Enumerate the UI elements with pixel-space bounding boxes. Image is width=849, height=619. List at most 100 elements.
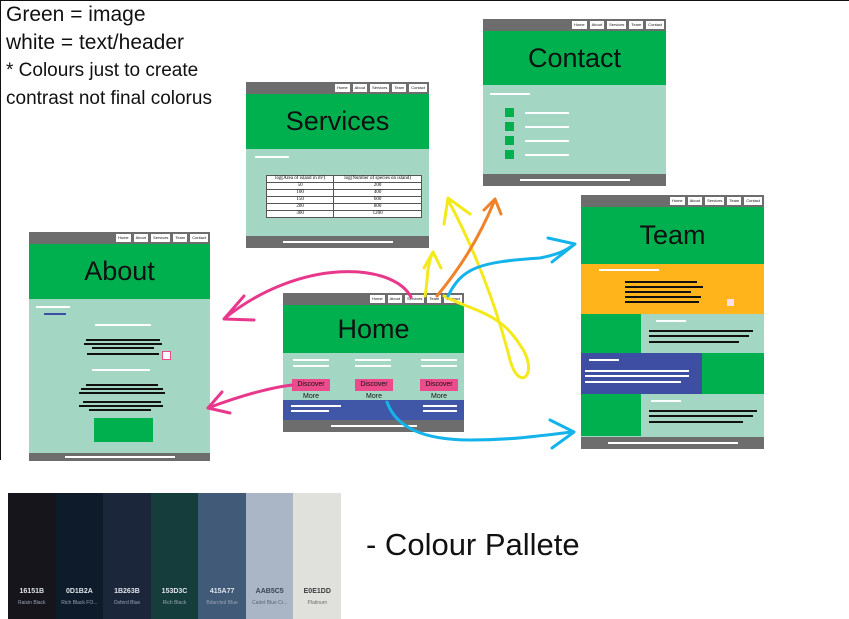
- services-page-mockup: Home About Services Team Contact Service…: [246, 82, 429, 248]
- palette-swatch: AAB5C5 Cadet Blue Cr...: [245, 493, 294, 619]
- palette-swatch: 1B263B Oxford Blue: [103, 493, 151, 619]
- nav-team-button[interactable]: Team: [727, 197, 742, 205]
- team-member-text: [649, 335, 749, 337]
- nav-contact-button[interactable]: Contact: [646, 21, 664, 29]
- nav-services-button[interactable]: Services: [405, 295, 425, 303]
- about-link-line: [44, 313, 66, 315]
- palette-swatch: 415A77 Bdarcted Blue: [198, 493, 246, 619]
- home-blue-line: [291, 410, 329, 412]
- home-blue-line: [423, 410, 457, 412]
- about-text-line: [92, 347, 154, 349]
- nav-home-button[interactable]: Home: [369, 295, 385, 303]
- about-bottom-image: [94, 418, 153, 442]
- about-heading-line: [36, 306, 70, 308]
- nav-services-button[interactable]: Services: [607, 21, 627, 29]
- nav-about-button[interactable]: About: [133, 234, 149, 242]
- nav-contact-button[interactable]: Contact: [744, 197, 762, 205]
- services-nav-bar: Home About Services Team Contact: [246, 82, 429, 94]
- nav-home-button[interactable]: Home: [669, 197, 685, 205]
- nav-services-button[interactable]: Services: [705, 197, 725, 205]
- table-cell: 1200: [333, 210, 422, 218]
- legend-notes: Green = image white = text/header * Colo…: [6, 1, 212, 113]
- nav-home-button[interactable]: Home: [571, 21, 587, 29]
- nav-contact-button[interactable]: Contact: [409, 84, 427, 92]
- team-member-text: [585, 381, 681, 383]
- contact-icon-square: [505, 136, 514, 145]
- nav-team-button[interactable]: Team: [173, 234, 188, 242]
- team-heading-line: [599, 269, 659, 271]
- about-title: About: [84, 256, 155, 286]
- note-white: white = text/header: [6, 31, 185, 54]
- nav-home-button[interactable]: Home: [334, 84, 350, 92]
- top-border: [0, 0, 849, 1]
- swatch-name: Bdarcted Blue: [206, 600, 238, 606]
- team-member-image: [581, 394, 641, 436]
- palette-swatch: 153D3C Rich Black: [150, 493, 199, 619]
- yellow-arrowhead: [442, 196, 472, 226]
- contact-icon-square: [505, 150, 514, 159]
- about-page-mockup: Home About Services Team Contact About: [29, 232, 210, 461]
- nav-about-button[interactable]: About: [687, 197, 703, 205]
- swatch-hex: 16151B: [19, 588, 45, 595]
- swatch-hex: E0E1DD: [303, 588, 331, 595]
- team-bullet-line: [625, 301, 699, 303]
- yellow-arrow-home-to-contact: [442, 198, 530, 380]
- team-title: Team: [639, 220, 706, 250]
- contact-heading-line: [490, 93, 530, 95]
- swatch-hex: 1B263B: [114, 588, 140, 595]
- orange-arrowhead: [482, 197, 503, 216]
- swatch-name: Platinum: [307, 600, 327, 606]
- nav-home-button[interactable]: Home: [115, 234, 131, 242]
- pink-arrow-discover-to-about: [206, 383, 294, 410]
- team-bullet-line: [625, 296, 701, 298]
- contact-detail-line: [525, 140, 569, 142]
- swatch-hex: 415A77: [209, 588, 235, 595]
- about-hero-image: About: [29, 244, 210, 299]
- pink-arrowhead: [222, 294, 256, 322]
- cyan-arrowhead: [546, 236, 577, 264]
- about-text-line: [79, 405, 163, 407]
- nav-contact-button[interactable]: Contact: [190, 234, 208, 242]
- nav-about-button[interactable]: About: [352, 84, 368, 92]
- nav-services-button[interactable]: Services: [151, 234, 171, 242]
- nav-team-button[interactable]: Team: [427, 295, 442, 303]
- nav-about-button[interactable]: About: [387, 295, 403, 303]
- nav-team-button[interactable]: Team: [629, 21, 644, 29]
- contact-icon-square: [505, 122, 514, 131]
- about-text-line: [87, 353, 159, 355]
- services-hero-image: Services: [246, 94, 429, 149]
- nav-services-button[interactable]: Services: [370, 84, 390, 92]
- about-text-line: [83, 401, 161, 403]
- contact-detail-line: [525, 126, 569, 128]
- pink-arrow-home-to-about: [223, 270, 413, 320]
- cyan-arrow-home-bottom-to-team: [385, 400, 574, 442]
- swatch-name: Rich Black: [162, 600, 187, 606]
- team-member-image: [702, 353, 764, 394]
- services-footer: [246, 236, 429, 248]
- team-member-text: [649, 421, 743, 423]
- home-blue-line: [291, 405, 341, 407]
- home-page-mockup: Home About Services Team Contact Home Di…: [283, 293, 464, 432]
- team-small-image: [727, 299, 734, 306]
- about-text-line: [89, 409, 151, 411]
- about-text-line: [86, 384, 158, 386]
- discover-more-button[interactable]: Discover More: [292, 379, 330, 400]
- palette-swatch: E0E1DD Platinum: [293, 493, 342, 619]
- palette-swatch: 0D1B2A Rich Black FO...: [55, 493, 104, 619]
- team-member-name-line: [651, 400, 681, 402]
- home-hero-image: Home: [283, 305, 464, 353]
- about-text-line: [79, 392, 165, 394]
- nav-about-button[interactable]: About: [589, 21, 605, 29]
- contact-title: Contact: [527, 42, 622, 73]
- home-card-line: [293, 365, 329, 367]
- discover-more-button[interactable]: Discover More: [420, 379, 458, 400]
- swatch-name: Rich Black FO...: [61, 600, 98, 606]
- team-member-text: [649, 415, 753, 417]
- left-border: [0, 0, 1, 460]
- nav-team-button[interactable]: Team: [392, 84, 407, 92]
- home-blue-line: [423, 405, 457, 407]
- palette-swatch: 16151B Raisin Black: [8, 493, 56, 619]
- discover-more-button[interactable]: Discover More: [355, 379, 393, 400]
- about-nav-bar: Home About Services Team Contact: [29, 232, 210, 244]
- about-subheading-line: [95, 324, 151, 326]
